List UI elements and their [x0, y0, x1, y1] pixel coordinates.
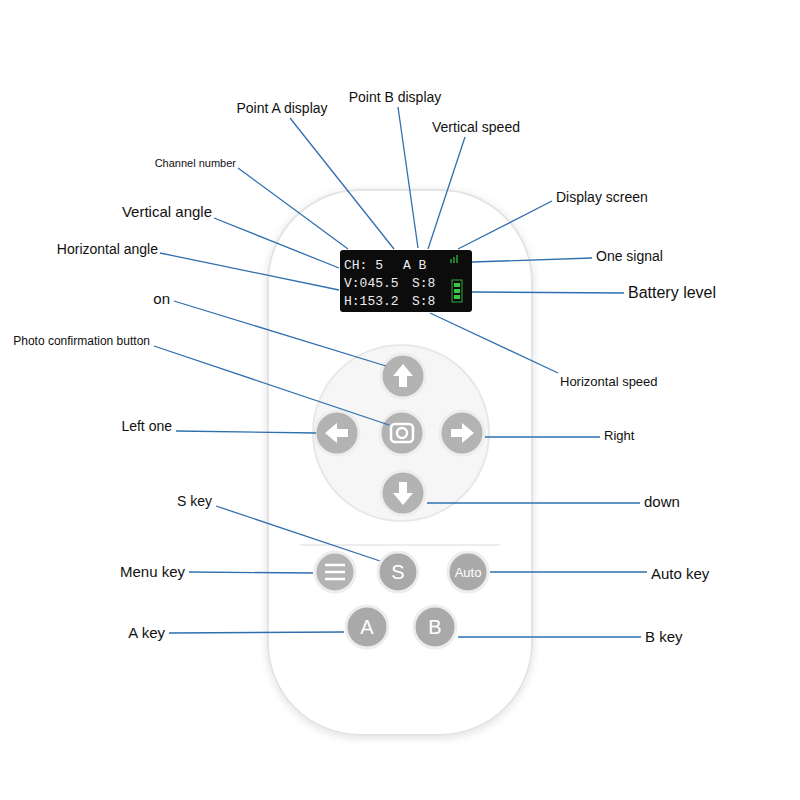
callout-label: Horizontal angle	[57, 242, 158, 256]
callout-label: Auto key	[651, 566, 709, 581]
screen-readout: S:8	[412, 277, 435, 290]
button-label: S	[391, 562, 404, 582]
callout-label: Point B display	[349, 90, 442, 104]
b-button: B	[412, 604, 458, 650]
button-label: A	[360, 617, 373, 637]
callout-label: Display screen	[556, 190, 648, 204]
dpad-ring	[313, 345, 489, 521]
screen-readout: CH: 5	[344, 259, 383, 272]
display-screen: CH: 5A BV:045.5S:8H:153.2S:8	[340, 250, 472, 312]
callout-label: Menu key	[120, 564, 185, 579]
callout-label: A key	[128, 625, 165, 640]
callout-label: B key	[645, 629, 683, 644]
callout-label: Horizontal speed	[560, 375, 658, 388]
callout-label: One signal	[596, 249, 663, 263]
callout-label: down	[644, 494, 680, 509]
leader-lines	[154, 107, 647, 637]
screen-readout: A B	[403, 259, 426, 272]
callout-label: Battery level	[628, 285, 716, 301]
callout-label: Point A display	[236, 101, 327, 115]
arrow-buttons	[315, 354, 484, 515]
screen-readout: H:153.2	[344, 295, 399, 308]
callout-label: S key	[177, 494, 212, 508]
callout-label: Channel number	[155, 158, 236, 169]
callout-label: Right	[604, 429, 634, 442]
button-label: B	[428, 617, 441, 637]
a-button: A	[344, 604, 390, 650]
callout-label: Vertical speed	[432, 120, 520, 134]
s-button: S	[376, 550, 420, 594]
callout-label: on	[153, 291, 170, 306]
callout-label: Vertical angle	[122, 204, 212, 219]
callout-label: Left one	[121, 419, 172, 433]
screen-readout: V:045.5	[344, 277, 399, 290]
button-label: Auto	[455, 566, 482, 579]
callout-label: Photo confirmation button	[13, 335, 150, 347]
remote-body	[268, 190, 532, 735]
screen-readout: S:8	[412, 295, 435, 308]
auto-button: Auto	[446, 550, 490, 594]
menu-button	[315, 552, 355, 592]
